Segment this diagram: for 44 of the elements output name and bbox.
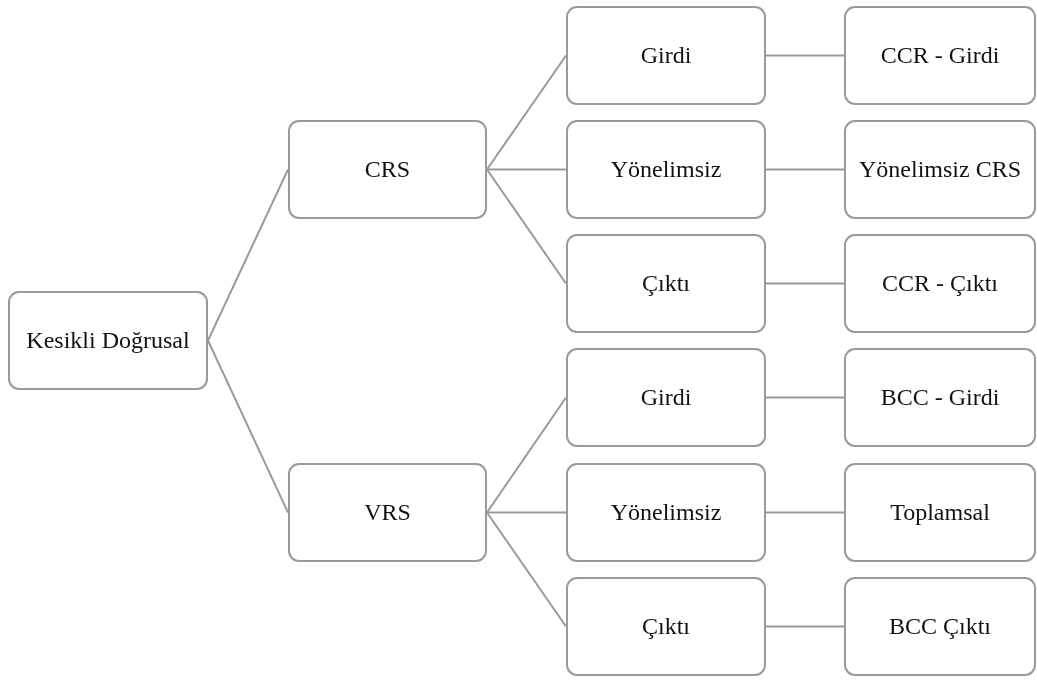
connector-line xyxy=(486,511,567,514)
box-label: Çıktı xyxy=(642,270,690,297)
tree-box xyxy=(566,463,766,562)
box-label: Yönelimsiz xyxy=(610,499,722,526)
connector-line xyxy=(486,54,567,171)
box-label: Kesikli Doğrusal xyxy=(26,327,190,354)
tree-box xyxy=(566,6,766,105)
tree-box xyxy=(8,291,208,390)
tree-box xyxy=(288,120,487,219)
box-label: Yönelimsiz xyxy=(610,156,722,183)
connector-line xyxy=(765,168,845,171)
tree-box xyxy=(844,463,1036,562)
tree-box xyxy=(844,348,1036,447)
box-label: BCC - Girdi xyxy=(880,384,1000,411)
box-label: BCC Çıktı xyxy=(888,613,991,640)
box-label: CCR - Girdi xyxy=(880,42,1000,69)
connector-line xyxy=(486,168,567,285)
tree-box xyxy=(844,577,1036,676)
connector-line xyxy=(765,54,845,57)
tree-box xyxy=(844,234,1036,333)
tree-box xyxy=(566,120,766,219)
connector-line xyxy=(765,396,845,399)
box-label: CCR - Çıktı xyxy=(882,270,998,297)
box-label: Yönelimsiz CRS xyxy=(859,156,1021,183)
tree-box xyxy=(844,6,1036,105)
tree-box xyxy=(566,577,766,676)
box-label: CRS xyxy=(364,156,411,183)
box-label: Girdi xyxy=(640,42,692,69)
connector-line xyxy=(765,625,845,628)
connector-line xyxy=(486,511,567,628)
connector-line xyxy=(486,168,567,171)
connector-line xyxy=(207,168,289,342)
tree-box xyxy=(844,120,1036,219)
box-label: Çıktı xyxy=(642,613,690,640)
box-label: VRS xyxy=(364,499,411,526)
box-label: Girdi xyxy=(640,384,692,411)
tree-box xyxy=(566,348,766,447)
box-label: Toplamsal xyxy=(890,499,990,526)
connector-line xyxy=(765,282,845,285)
connector-line xyxy=(765,511,845,514)
connector-line xyxy=(486,396,567,514)
tree-box xyxy=(288,463,487,562)
tree-box xyxy=(566,234,766,333)
connector-line xyxy=(207,339,289,514)
